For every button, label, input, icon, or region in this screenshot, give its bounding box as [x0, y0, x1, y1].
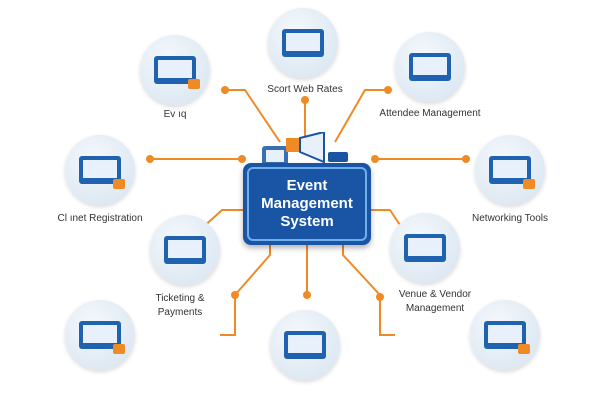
ticketing-label: Ticketing & Payments	[155, 293, 205, 318]
analytics-magnifier-icon	[404, 234, 446, 262]
ticketing-node[interactable]	[150, 215, 220, 285]
registration-label: Cl ınet Registration	[57, 213, 143, 224]
web-rates-label: Scort Web Rates	[267, 84, 343, 95]
ticket-form-icon	[164, 236, 206, 264]
phone-checkmark-icon	[79, 156, 121, 184]
location-node[interactable]	[470, 300, 540, 370]
venue-label: Venue & Vendor Management	[398, 289, 472, 314]
networking-label: Networking Tools	[472, 213, 548, 224]
megaphone-icon	[262, 132, 348, 166]
registration-node[interactable]	[65, 135, 135, 205]
dashboard-node[interactable]	[270, 310, 340, 380]
mobile-payment-node[interactable]	[65, 300, 135, 370]
center-box: Event Management System	[243, 163, 371, 245]
event-planning-node[interactable]	[140, 35, 210, 105]
attendee-node[interactable]	[395, 32, 465, 102]
laptop-dashboard-icon	[284, 331, 326, 359]
event-planning-label: Ev ıq	[163, 109, 187, 120]
attendee-label: Attendee Management	[379, 108, 481, 119]
id-badge-icon	[409, 53, 451, 81]
venue-node[interactable]	[390, 213, 460, 283]
web-dashboard-icon	[282, 29, 324, 57]
web-rates-node[interactable]	[268, 8, 338, 78]
center-title: Event Management System	[261, 177, 353, 230]
networking-node[interactable]	[475, 135, 545, 205]
